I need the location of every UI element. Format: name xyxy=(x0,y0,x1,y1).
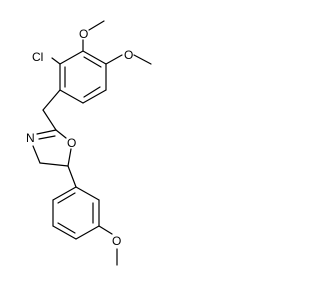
methoxy-oxygen-label: O xyxy=(112,234,121,248)
double-bond-inner xyxy=(83,86,101,98)
oxazoline-ring: N O xyxy=(26,129,76,167)
aryl-bond xyxy=(67,165,77,188)
c-n-double-bond xyxy=(38,135,56,140)
bond xyxy=(75,225,100,240)
bond xyxy=(52,186,77,201)
bond xyxy=(55,129,67,139)
bond-c-o xyxy=(98,225,113,235)
nitrogen-label: N xyxy=(26,131,35,145)
methylene-bond xyxy=(42,109,57,131)
ring-oxygen-label: O xyxy=(67,136,76,150)
double-bond-inner xyxy=(57,192,76,204)
bond xyxy=(39,162,69,167)
chlorine-substituent: Cl xyxy=(32,50,61,65)
bond xyxy=(52,225,77,240)
double-bond-inner xyxy=(57,222,76,234)
c-n-double-bond xyxy=(36,129,57,135)
bond xyxy=(32,145,41,164)
bond xyxy=(82,50,107,65)
bond-o-ch3 xyxy=(88,20,105,31)
bond xyxy=(59,50,84,65)
upper-benzene-ring xyxy=(59,50,107,104)
methoxy-oxygen-label: O xyxy=(79,27,88,41)
methoxy-oxygen-label: O xyxy=(124,48,133,62)
bond-o-ch3 xyxy=(133,54,152,65)
double-bond-inner xyxy=(83,56,102,68)
methoxy-group-4: O xyxy=(105,48,152,65)
bond xyxy=(59,89,84,104)
bond xyxy=(67,148,72,167)
methylene-bond xyxy=(42,89,61,111)
bond xyxy=(82,89,107,104)
methoxy-group-3: O xyxy=(79,20,105,52)
bond xyxy=(75,186,100,201)
methoxy-group-para: O xyxy=(98,225,121,266)
bond-c-o xyxy=(105,54,123,65)
lower-benzene-ring xyxy=(52,186,100,240)
chlorine-label: Cl xyxy=(32,50,43,64)
chemical-structure-diagram: Cl O O N O xyxy=(26,20,152,266)
bond-c-cl xyxy=(51,57,61,65)
